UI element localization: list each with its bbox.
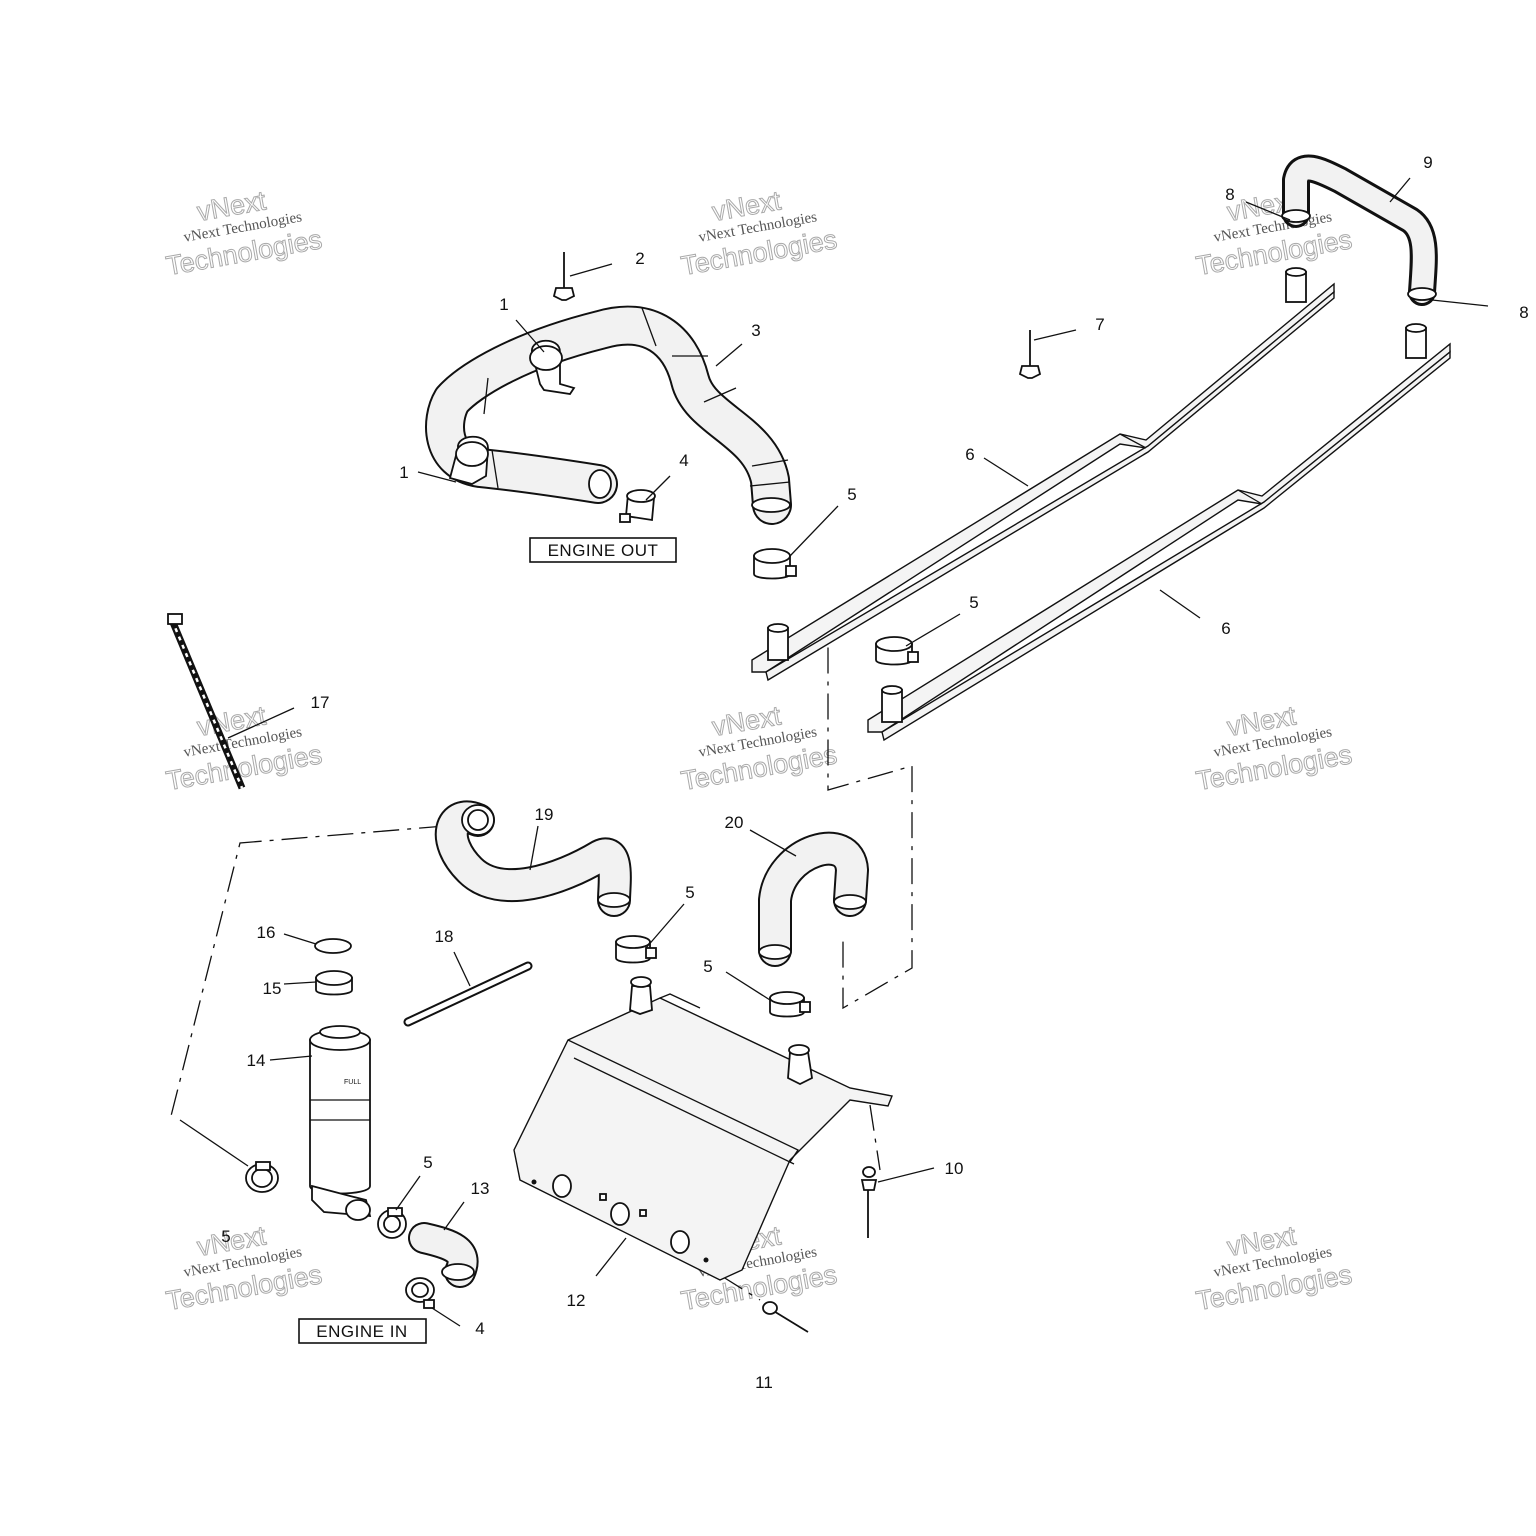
- callout-6: 6: [965, 445, 974, 464]
- callout-10: 10: [945, 1159, 964, 1178]
- callout-8: 8: [1519, 303, 1528, 322]
- svg-text:ENGINE OUT: ENGINE OUT: [548, 541, 659, 560]
- callout-13: 13: [471, 1179, 490, 1198]
- callout-5: 5: [847, 485, 856, 504]
- callout-2: 2: [635, 249, 644, 268]
- watermark: vNext vNext Technologies Technologies: [678, 185, 839, 282]
- hose-clamp: [619, 489, 656, 523]
- rivet: [860, 1166, 878, 1238]
- svg-text:FULL: FULL: [344, 1079, 361, 1086]
- callout-11: 11: [755, 1373, 773, 1392]
- assembly-lines: [169, 589, 913, 1301]
- callout-numbers: 1 1 2 3 4 4 5 5 5 5 5 5 6 6 7 8 8 9 10 1…: [221, 153, 1528, 1392]
- hose-clamp: [405, 1277, 435, 1309]
- callout-5: 5: [221, 1227, 230, 1246]
- hose-clamp: [769, 991, 811, 1018]
- rivet: [1018, 330, 1042, 379]
- callout-1: 1: [499, 295, 508, 314]
- watermark: vNext vNext Technologies Technologies: [1193, 185, 1354, 282]
- hose-clamp: [245, 1161, 279, 1193]
- callout-3: 3: [751, 321, 760, 340]
- filler-cap: [315, 970, 353, 996]
- callout-14: 14: [247, 1051, 266, 1070]
- coolant-tank: FULL: [309, 1025, 372, 1221]
- callout-17: 17: [311, 693, 330, 712]
- engine-out-label: ENGINE OUT: [529, 537, 677, 563]
- hose-clamp: [753, 548, 797, 580]
- engine-in-label: ENGINE IN: [298, 1318, 427, 1344]
- hose-clamp: [875, 636, 919, 666]
- heat-exchanger-lower: [867, 323, 1451, 742]
- callout-8: 8: [1225, 185, 1234, 204]
- watermark: vNext vNext Technologies Technologies: [163, 185, 324, 282]
- callout-5: 5: [703, 957, 712, 976]
- callout-16: 16: [257, 923, 276, 942]
- tie-strap: [167, 613, 246, 790]
- callout-18: 18: [435, 927, 454, 946]
- elbow-hose: [408, 1222, 479, 1288]
- callout-5: 5: [423, 1153, 432, 1172]
- crossover-hose: [1281, 154, 1438, 306]
- hose-20: [758, 831, 869, 967]
- callout-5: 5: [969, 593, 978, 612]
- callout-12: 12: [567, 1291, 586, 1310]
- hose-19: [434, 800, 632, 917]
- rivet: [552, 252, 576, 301]
- callout-9: 9: [1423, 153, 1432, 172]
- cap-gasket: [314, 938, 352, 954]
- hose-clamp: [377, 1207, 407, 1239]
- screw: [762, 1301, 809, 1333]
- callout-15: 15: [263, 979, 282, 998]
- callout-19: 19: [535, 805, 554, 824]
- hose-clip: [529, 339, 576, 395]
- hose-clamp: [615, 935, 657, 964]
- callout-4: 4: [679, 451, 688, 470]
- callout-1: 1: [399, 463, 408, 482]
- watermark: vNext vNext Technologies Technologies: [678, 700, 839, 797]
- callout-4: 4: [475, 1319, 484, 1338]
- callout-5: 5: [685, 883, 694, 902]
- hose-clip: [448, 435, 489, 485]
- vent-tube: [403, 961, 533, 1027]
- watermark: vNext vNext Technologies Technologies: [1193, 1220, 1354, 1317]
- engine-out-hose: [425, 305, 792, 525]
- tank-shroud: [513, 976, 893, 1281]
- watermark: vNext vNext Technologies Technologies: [163, 1220, 324, 1317]
- callout-20: 20: [725, 813, 744, 832]
- callout-6: 6: [1221, 619, 1230, 638]
- watermark: vNext vNext Technologies Technologies: [1193, 700, 1354, 797]
- heat-exchanger-upper: [751, 267, 1335, 682]
- svg-text:ENGINE IN: ENGINE IN: [316, 1322, 407, 1341]
- leader-lines: [179, 177, 1489, 1327]
- callout-7: 7: [1095, 315, 1104, 334]
